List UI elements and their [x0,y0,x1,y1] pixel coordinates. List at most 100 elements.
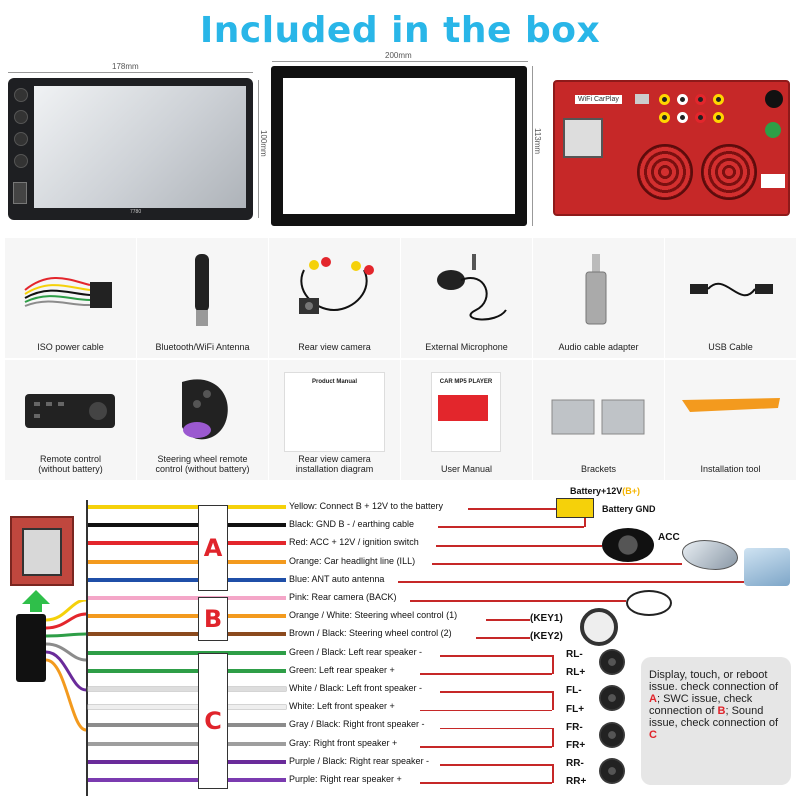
stereo-height-label: 100mm [259,130,268,157]
speaker-bracket [552,727,554,747]
wire-label: Purple / Black: Right rear speaker - [289,755,430,766]
iso-connector-female [10,516,74,586]
button-icon [14,154,28,168]
item-audio-cable-adapter: Audio cable adapter [533,238,664,358]
wire-line [88,668,286,673]
acc-line [436,545,602,547]
wire-line [88,650,286,655]
item-label: User Manual [440,464,493,474]
brackets-icon [551,399,645,435]
item-steering-wheel-remote: Steering wheel remote control (without b… [137,360,268,480]
speaker-label: RR- [566,758,584,770]
pry-tool-icon [682,398,780,412]
wire-label: Gray / Black: Right front speaker - [289,719,425,730]
item-label: Brackets [580,464,616,474]
stereo-width-line [8,72,253,73]
wire-line [88,632,286,637]
wire-label: Yellow: Connect B + 12V to the battery [289,501,444,511]
wire-label: Gray: Right front speaker + [289,737,398,748]
iso-connector-icon [563,118,603,158]
mounting-frame [271,66,527,226]
item-brackets: Brackets [533,360,664,480]
wire-label: Black: GND B - / earthing cable [289,519,415,530]
speaker-label: RL- [566,649,583,660]
group-a-box: A [198,505,228,591]
microphone-icon [437,254,507,321]
wire-line [88,759,286,764]
speaker-line [420,709,552,712]
battery-icon [556,498,594,518]
speaker-icon [599,685,625,712]
harness-bar [86,500,88,796]
wire-line [88,559,286,564]
item-label: Bluetooth/WiFi Antenna [155,342,250,352]
wire-label: Green: Left rear speaker + [289,664,395,675]
camera-line [410,600,626,602]
frame-height-line [532,66,533,226]
steering-wheel-icon [580,608,618,646]
arrow-stem-icon [30,604,42,612]
camera-icon [299,257,374,314]
button-icon [14,132,28,146]
wire-line [88,505,286,509]
car-antenna-icon [744,548,790,586]
wire-label: Brown / Black: Steering wheel control (2… [289,628,452,639]
speaker-label: FL+ [566,703,585,715]
group-b-box: B [198,597,228,641]
gnd-line-v [584,518,586,527]
frame-width-line [272,61,528,62]
page-title: Included in the box [199,10,601,51]
wire-line [88,741,286,746]
product-manual-text: Product Manual [311,379,357,385]
speaker-label: FR+ [566,740,586,751]
wire-line [88,614,286,619]
usb-cable-icon [690,282,773,297]
wire-label: Orange: Car headlight line (ILL) [289,555,416,566]
key2-label: (KEY2) [530,631,563,642]
rca-jack-icon [695,112,706,123]
speaker-label: RL+ [566,667,586,679]
usb-port-icon [13,182,27,204]
wire-line [88,687,286,691]
gnss-label-icon [765,122,781,138]
item-remote-control: Remote control (without battery) [5,360,136,480]
rca-jack-icon [713,94,724,105]
speaker-icon [599,721,625,748]
item-rear-view-camera: Rear view camera [269,238,400,358]
wire-line [88,523,286,528]
speaker-icon [599,649,625,675]
battery-line [468,508,556,510]
wire-label: Blue: ANT auto antenna [289,573,385,584]
rca-jack-icon [677,94,688,105]
key1-line [486,619,530,621]
rca-jack-icon [659,94,670,105]
acc-switch-icon [602,528,654,562]
key2-line [476,637,530,639]
speaker-line [420,673,552,675]
cooling-fan-icon [637,144,693,200]
item-usb-cable: USB Cable [665,238,796,358]
wire-line [88,705,286,710]
wire-label: Red: ACC + 12V / ignition switch [289,537,419,548]
speaker-line [440,655,552,657]
speaker-label: FL- [566,685,582,697]
wire-label: Orange / White: Steering wheel control (… [289,610,458,621]
item-user-manual: CAR MP5 PLAYER User Manual [401,360,532,480]
item-iso-power-cable: ISO power cable [5,238,136,358]
steering-remote-icon [182,379,228,440]
touch-screen [34,86,246,208]
rca-jack-icon [713,112,724,123]
speaker-bracket [552,764,554,784]
rca-jack-icon [677,112,688,123]
speaker-icon [599,758,625,785]
speaker-bracket [552,691,554,711]
usb-port-icon [635,94,649,104]
wire-line [88,596,286,600]
item-label: ISO power cable [37,342,104,352]
stereo-model-label: 7780 [130,209,142,215]
item-label: External Microphone [425,342,508,352]
stereo-height-line [258,80,259,218]
speaker-label: RR+ [566,776,587,788]
rca-jack-icon [695,94,706,105]
included-items-grid: ISO power cable Bluetooth/WiFi Antenna R… [5,238,796,481]
